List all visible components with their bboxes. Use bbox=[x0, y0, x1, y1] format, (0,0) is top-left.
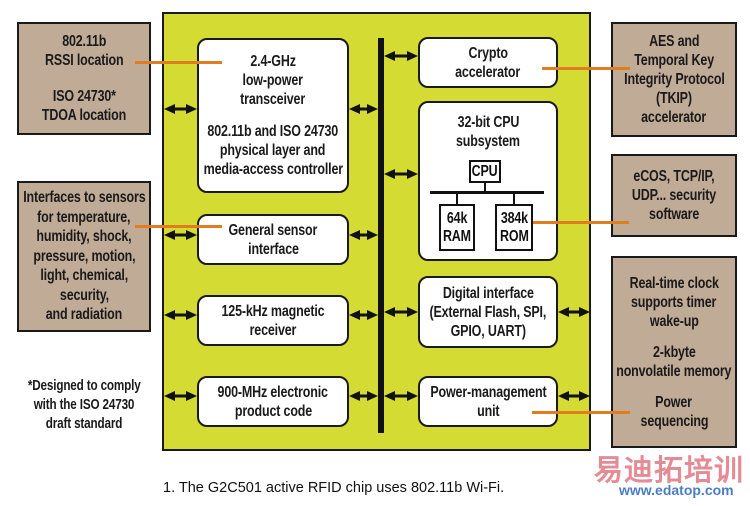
leader-line-aes bbox=[542, 67, 630, 70]
box-line: ISO 24730* bbox=[52, 88, 116, 105]
ram-size: 64k bbox=[446, 209, 468, 227]
block-line: Power-management bbox=[429, 383, 547, 401]
arrow-edge-sensor bbox=[164, 230, 197, 240]
cpu-core: CPU bbox=[469, 160, 501, 183]
box-line: for temperature, bbox=[37, 208, 131, 226]
leader-line-sensors bbox=[135, 225, 222, 228]
cpu-link bbox=[484, 183, 486, 191]
block-line: 802.11b and ISO 24730 bbox=[207, 123, 339, 140]
watermark-url: www.edatop.com bbox=[619, 482, 734, 498]
box-line: UDP... security bbox=[631, 187, 717, 204]
block-epc: 900-MHz electronic product code bbox=[197, 376, 349, 427]
box-line: Integrity Protocol bbox=[623, 71, 725, 88]
arrow-edge-epc bbox=[164, 391, 197, 401]
leader-line-location bbox=[135, 61, 222, 64]
box-line: AES and bbox=[648, 33, 700, 50]
block-line: accelerator bbox=[455, 63, 521, 81]
leader-line-software bbox=[533, 221, 629, 224]
block-line: low-power bbox=[242, 72, 304, 89]
block-line: 125-kHz magnetic bbox=[221, 302, 325, 320]
block-line: 32-bit CPU bbox=[457, 114, 519, 131]
box-line: (TKIP) bbox=[656, 90, 692, 107]
internal-bus bbox=[378, 38, 384, 433]
rom-size: 384k bbox=[500, 209, 528, 227]
external-box-power: Real-time clock supports timer wake-up 2… bbox=[611, 256, 737, 448]
arrow-edge-magnetic bbox=[164, 310, 197, 320]
block-line: receiver bbox=[249, 321, 297, 339]
box-line: sequencing bbox=[640, 412, 708, 430]
box-line: TDOA location bbox=[41, 107, 127, 124]
block-line: media-access controller bbox=[203, 161, 343, 178]
box-line: Temporal Key bbox=[634, 52, 714, 69]
box-line: 802.11b bbox=[61, 33, 107, 50]
arrow-bus-crypto bbox=[384, 51, 418, 61]
block-line: 900-MHz electronic bbox=[217, 383, 329, 401]
external-box-aes-tkip: AES and Temporal Key Integrity Protocol … bbox=[611, 22, 737, 137]
arrow-digital-edge bbox=[558, 307, 590, 317]
block-magnetic-receiver: 125-kHz magnetic receiver bbox=[197, 295, 349, 346]
arrow-bus-digital bbox=[384, 307, 418, 317]
block-line: subsystem bbox=[456, 133, 520, 150]
arrow-bus-cpu bbox=[384, 169, 418, 179]
box-line: humidity, shock, bbox=[36, 228, 132, 246]
box-line: and radiation bbox=[45, 306, 123, 324]
footnote-line: *Designed to comply bbox=[27, 377, 141, 394]
block-line: interface bbox=[247, 240, 299, 258]
block-transceiver: 2.4-GHz low-power transceiver 802.11b an… bbox=[197, 38, 349, 193]
footnote-line: draft standard bbox=[45, 415, 123, 432]
box-line: wake-up bbox=[649, 312, 699, 330]
cpu-local-bus bbox=[430, 191, 544, 194]
box-line: light, chemical, bbox=[40, 267, 128, 285]
box-line: RSSI location bbox=[44, 52, 124, 69]
box-line: Power bbox=[655, 393, 693, 411]
block-line: GPIO, UART) bbox=[450, 322, 526, 340]
arrow-bus-pmu bbox=[384, 391, 418, 401]
box-line: supports timer bbox=[631, 293, 717, 311]
external-box-sensors: Interfaces to sensors for temperature, h… bbox=[17, 181, 151, 332]
external-box-software: eCOS, TCP/IP, UDP... security software bbox=[611, 154, 737, 237]
rom-link bbox=[513, 194, 515, 204]
block-line: Digital interface bbox=[442, 284, 534, 302]
leader-line-power bbox=[532, 411, 630, 414]
box-line: nonvolatile memory bbox=[616, 362, 732, 380]
arrow-pmu-edge bbox=[558, 391, 590, 401]
arrow-epc-bus bbox=[349, 391, 378, 401]
figure-caption: 1. The G2C501 active RFID chip uses 802.… bbox=[163, 480, 505, 496]
arrow-sensor-bus bbox=[349, 230, 378, 240]
footnote: *Designed to comply with the ISO 24730 d… bbox=[12, 376, 156, 433]
arrow-magnetic-bus bbox=[349, 310, 378, 320]
cpu-label: CPU bbox=[472, 162, 498, 180]
block-line: Crypto bbox=[468, 44, 508, 62]
block-line: unit bbox=[476, 402, 500, 420]
ram-label: RAM bbox=[443, 227, 471, 245]
ram-block: 64k RAM bbox=[439, 204, 475, 251]
arrow-edge-transceiver bbox=[164, 104, 197, 114]
box-line: Real-time clock bbox=[629, 274, 719, 292]
block-line: General sensor bbox=[228, 221, 318, 239]
box-line: software bbox=[648, 206, 700, 223]
box-line: security, bbox=[59, 286, 109, 304]
box-line: 2-kbyte bbox=[652, 343, 696, 361]
block-crypto-accelerator: Crypto accelerator bbox=[418, 37, 558, 88]
block-digital-interface: Digital interface (External Flash, SPI, … bbox=[418, 276, 558, 348]
ram-link bbox=[456, 194, 458, 204]
box-line: accelerator bbox=[641, 109, 707, 126]
rom-label: ROM bbox=[499, 227, 529, 245]
block-line: product code bbox=[234, 402, 312, 420]
arrow-transceiver-bus bbox=[349, 104, 378, 114]
block-line: 2.4-GHz bbox=[250, 53, 296, 70]
block-line: physical layer and bbox=[220, 142, 326, 159]
rom-block: 384k ROM bbox=[495, 204, 533, 251]
external-box-location: 802.11b RSSI location ISO 24730* TDOA lo… bbox=[17, 22, 151, 135]
box-line: eCOS, TCP/IP, bbox=[633, 168, 715, 185]
block-line: transceiver bbox=[240, 91, 306, 108]
box-line: Interfaces to sensors bbox=[22, 189, 146, 207]
footnote-line: with the ISO 24730 bbox=[33, 396, 135, 413]
box-line: pressure, motion, bbox=[32, 247, 136, 265]
block-general-sensor-interface: General sensor interface bbox=[197, 214, 349, 265]
block-power-management: Power-management unit bbox=[418, 376, 558, 427]
watermark-logo: 易迪拓培训 bbox=[594, 453, 745, 487]
block-line: (External Flash, SPI, bbox=[429, 303, 547, 321]
